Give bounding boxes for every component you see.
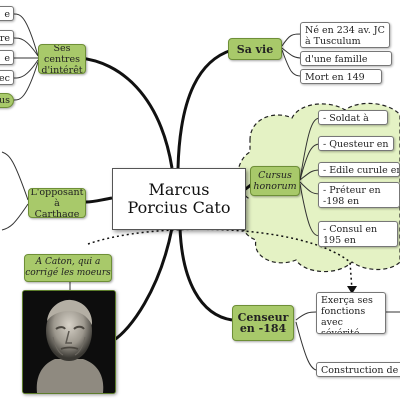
relation-arrow [87, 228, 353, 291]
central-topic-line1: Marcus [148, 180, 210, 199]
sa-vie-label: Sa vie [236, 42, 274, 56]
branch-opposant [85, 196, 113, 204]
cato-portrait-image [22, 290, 116, 394]
branch-sa-vie [176, 48, 233, 169]
left-fragment-1[interactable]: e [0, 6, 14, 21]
left-fragment-4[interactable]: ec [0, 70, 14, 85]
opposant-label-1: L'opposant à [30, 188, 84, 209]
branch-opposant-node[interactable]: L'opposant à Carthage [28, 188, 86, 218]
censeur-item-1-label: Exerça ses fonctions avec sévérité [321, 295, 373, 334]
sa-vie-item-1[interactable]: Né en 234 av. JC à Tusculum [300, 22, 390, 48]
cursus-item-1-label: - Soldat à 17 ans [323, 113, 369, 124]
cursus-label-2: honorum [253, 181, 297, 192]
branch-sa-vie-node[interactable]: Sa vie [228, 38, 282, 60]
cursus-item-3[interactable]: - Edile curule en -199 [318, 162, 400, 177]
branch-ses-centres-node[interactable]: Ses centres d'intérêt [38, 44, 86, 74]
cursus-item-2[interactable]: - Questeur en -204 [318, 136, 394, 151]
left-fragment-4-label: ec [0, 73, 10, 84]
censeur-label-1: Censeur [237, 311, 289, 324]
cursus-item-5-label: - Consul en 195 en Hispanie [323, 224, 378, 246]
caton-note-label-2: corrigé les moeurs [25, 268, 111, 278]
censeur-label-2: en -184 [239, 322, 287, 335]
left-fragment-3-label: e [4, 53, 10, 64]
left-fragment-1-label: e [4, 9, 10, 20]
sa-vie-item-2[interactable]: d'une famille obscure [300, 51, 392, 66]
cursus-item-5[interactable]: - Consul en 195 en Hispanie [318, 221, 398, 247]
cursus-item-4-label: - Préteur en -198 en Sardaigne [323, 185, 381, 207]
cursus-item-2-label: - Questeur en -204 [323, 139, 389, 150]
censeur-item-1[interactable]: Exerça ses fonctions avec sévérité [316, 292, 386, 334]
sa-vie-item-3[interactable]: Mort en 149 av. JC [300, 69, 382, 84]
branch-censeur [178, 227, 233, 322]
caton-note-label-1: A Caton, qui a [35, 257, 101, 267]
cursus-item-3-label: - Edile curule en -199 [323, 165, 399, 176]
branch-portrait [113, 227, 174, 342]
sa-vie-item-3-label: Mort en 149 av. JC [305, 72, 365, 83]
cursus-item-1[interactable]: - Soldat à 17 ans [318, 110, 388, 125]
ses-centres-label-1: Ses centres [44, 44, 80, 65]
left-fragment-2[interactable]: re [0, 30, 14, 45]
sa-vie-item-1-label: Né en 234 av. JC à Tusculum [305, 25, 385, 47]
relation-arrow-head [347, 286, 357, 294]
censeur-item-2[interactable]: Construction de la Ba [316, 362, 400, 377]
sa-vie-item-2-label: d'une famille obscure [305, 54, 368, 65]
opposant-label-2: Carthage [34, 208, 80, 218]
central-topic-line2: Porcius Cato [127, 198, 231, 217]
central-topic[interactable]: Marcus Porcius Cato [112, 168, 246, 230]
left-fragment-3[interactable]: e [0, 50, 14, 65]
caton-note-node[interactable]: A Caton, qui a corrigé les moeurs [24, 254, 112, 282]
cursus-label-1: Cursus [258, 170, 292, 181]
left-fragment-2-label: re [0, 33, 10, 44]
cursus-item-4[interactable]: - Préteur en -198 en Sardaigne [318, 182, 400, 208]
censeur-item-2-label: Construction de la Ba [321, 365, 400, 376]
left-fragment-5-label: us [0, 95, 10, 106]
branch-cursus-node[interactable]: Cursus honorum [250, 166, 300, 196]
left-fragment-5[interactable]: us [0, 93, 14, 108]
ses-centres-label-2: d'intérêt [41, 64, 83, 74]
branch-ses-centres [79, 56, 174, 169]
branch-censeur-node[interactable]: Censeur en -184 [232, 305, 294, 341]
